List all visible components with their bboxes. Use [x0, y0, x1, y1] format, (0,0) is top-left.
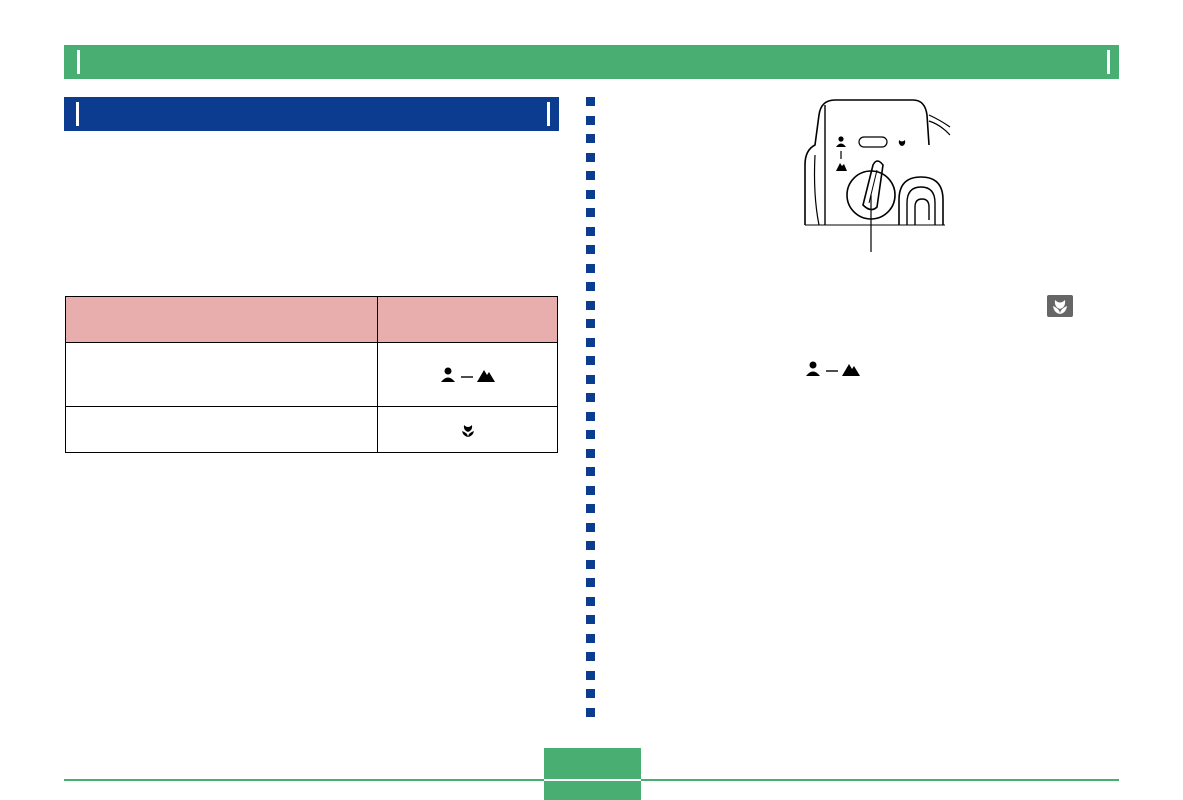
divider-dot: [586, 116, 595, 125]
table-header-row: [65, 296, 558, 343]
table-row: [65, 406, 558, 453]
divider-dot: [586, 486, 595, 495]
divider-dot: [586, 393, 595, 402]
divider-dot: [586, 634, 595, 643]
divider-dot: [586, 97, 595, 106]
divider-dot: [586, 523, 595, 532]
table-cell: [65, 342, 378, 407]
portrait-landscape-icon: [440, 367, 495, 382]
macro-flower-icon: [461, 424, 474, 437]
divider-dot: [586, 671, 595, 680]
page-number-tab: [544, 748, 641, 800]
divider-dot: [586, 615, 595, 624]
table-cell: [65, 406, 378, 453]
divider-dot: [586, 597, 595, 606]
portrait-landscape-icon: [806, 361, 860, 376]
divider-dot: [586, 467, 595, 476]
divider-dot: [586, 560, 595, 569]
chapter-banner: [64, 45, 1119, 79]
divider-dot: [586, 412, 595, 421]
divider-dot: [586, 708, 595, 717]
macro-badge-icon: [1047, 295, 1073, 317]
section-header: [64, 97, 559, 131]
focus-mode-table: [65, 296, 558, 453]
divider-dot: [586, 356, 595, 365]
divider-dot: [586, 338, 595, 347]
divider-dot: [586, 652, 595, 661]
divider-dot: [586, 153, 595, 162]
divider-dot: [586, 227, 595, 236]
divider-dot: [586, 449, 595, 458]
section-notch-right: [547, 102, 550, 126]
divider-dot: [586, 134, 595, 143]
section-notch-left: [76, 102, 79, 126]
divider-dot: [586, 245, 595, 254]
divider-dot: [586, 430, 595, 439]
divider-dot: [586, 264, 595, 273]
table-row: [65, 342, 558, 407]
page-tab-divider: [544, 779, 641, 781]
table-header-cell: [65, 296, 378, 343]
divider-dot: [586, 375, 595, 384]
divider-dot: [586, 301, 595, 310]
divider-dot: [586, 282, 595, 291]
banner-notch-left: [77, 50, 80, 74]
divider-dot: [586, 504, 595, 513]
column-divider: [586, 97, 596, 722]
table-cell: [377, 406, 558, 453]
divider-dot: [586, 171, 595, 180]
table-header-cell: [377, 296, 558, 343]
camera-focus-selector-illustration: [804, 99, 951, 252]
banner-notch-right: [1107, 50, 1110, 74]
divider-dot: [586, 319, 595, 328]
divider-dot: [586, 689, 595, 698]
divider-dot: [586, 578, 595, 587]
divider-dot: [586, 190, 595, 199]
divider-dot: [586, 208, 595, 217]
table-cell: [377, 342, 558, 407]
divider-dot: [586, 541, 595, 550]
